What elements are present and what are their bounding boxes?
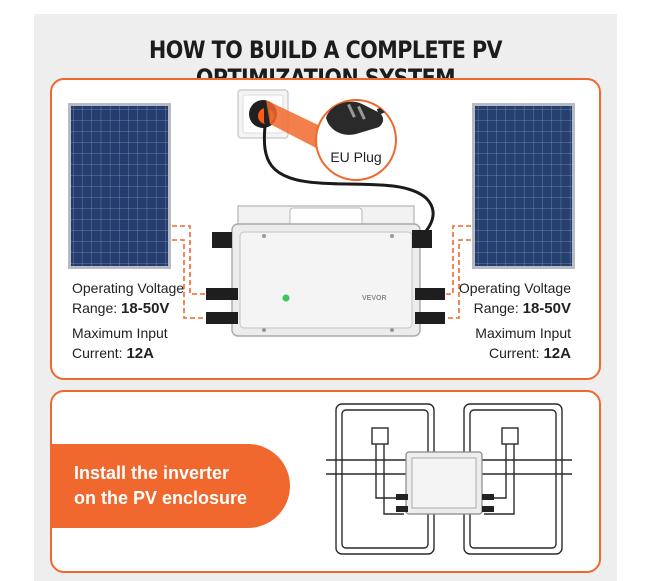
- right-current-label: Maximum Input: [475, 325, 571, 341]
- right-current-value: 12A: [543, 345, 571, 362]
- left-current-value: 12A: [126, 345, 154, 362]
- right-solar-panel-icon: [472, 103, 575, 269]
- left-spec: Operating Voltage Range: 18-50V Maximum …: [72, 278, 184, 364]
- right-spec: Operating Voltage Range: 18-50V Maximum …: [459, 278, 571, 364]
- left-range-value: 18-50V: [121, 300, 170, 317]
- inverter-brand-label: VEVOR: [362, 295, 387, 302]
- left-solar-panel-icon: [68, 103, 171, 269]
- install-note-line2: on the PV enclosure: [74, 488, 248, 508]
- small-inverter-icon: [396, 451, 494, 515]
- eu-plug-label: EU Plug: [330, 149, 382, 165]
- inverter-icon: VEVOR: [206, 205, 445, 337]
- install-note-line1: Install the inverter: [74, 463, 230, 483]
- right-current-row: Current: 12A: [459, 343, 571, 364]
- install-note-banner: Install the inverter on the PV enclosure: [50, 444, 290, 528]
- right-range-row: Range: 18-50V: [459, 298, 571, 319]
- left-range-row: Range: 18-50V: [72, 298, 184, 319]
- left-current-label: Maximum Input: [72, 325, 168, 341]
- left-range-label: Range:: [72, 300, 122, 316]
- left-current-prefix: Current:: [72, 345, 127, 361]
- left-current-row: Current: 12A: [72, 343, 184, 364]
- right-current-prefix: Current:: [489, 345, 544, 361]
- right-voltage-label: Operating Voltage: [458, 280, 571, 296]
- right-range-value: 18-50V: [522, 300, 571, 317]
- right-range-label: Range:: [473, 300, 523, 316]
- left-voltage-label: Operating Voltage: [72, 280, 185, 296]
- eu-plug-callout: [315, 99, 397, 181]
- ac-cable: [262, 125, 435, 240]
- callout-beam: [266, 100, 320, 150]
